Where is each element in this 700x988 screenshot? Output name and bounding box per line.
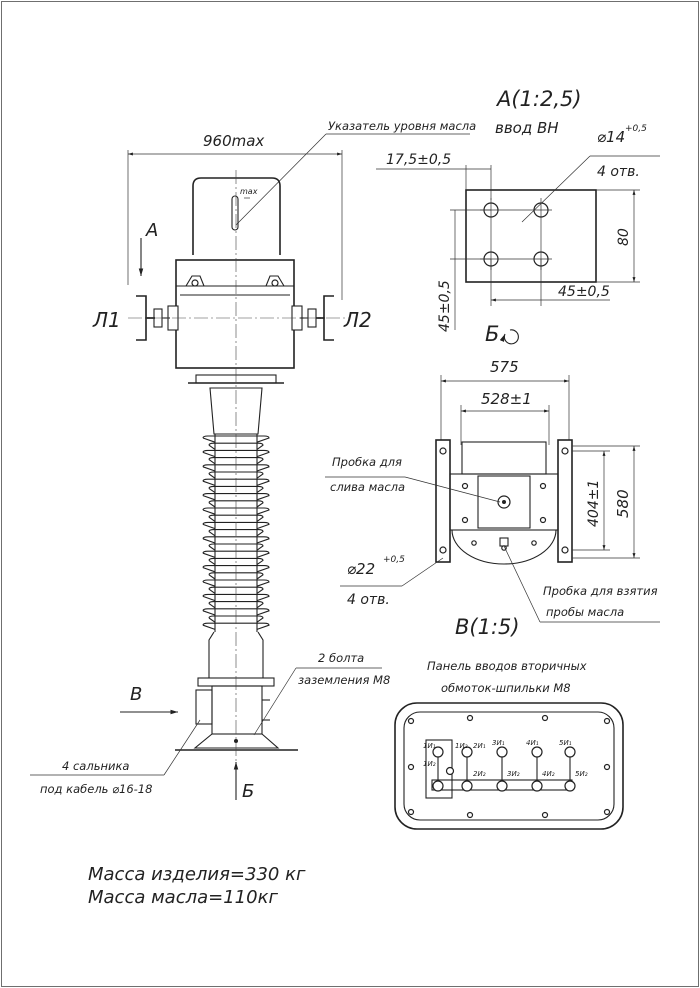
hv-terminal-plate bbox=[465, 189, 597, 283]
view-b-title: Б bbox=[485, 322, 499, 346]
view-v-panel-line2: обмоток-шпильки М8 bbox=[441, 681, 571, 695]
insulator-shed bbox=[202, 449, 270, 458]
insulator-shed bbox=[208, 500, 264, 508]
insulator-shed bbox=[202, 435, 270, 443]
insulator-shed bbox=[208, 514, 264, 522]
insulator-shed bbox=[208, 529, 264, 537]
terminal-studs bbox=[425, 739, 576, 799]
view-a-dim-height: 80 bbox=[616, 228, 632, 246]
view-b-dim-404: 404±1 bbox=[586, 480, 602, 527]
tap-label: 5И₂ bbox=[575, 770, 588, 778]
view-b: Б 575 528±1 bbox=[325, 322, 660, 623]
view-b-dim-580: 580 bbox=[614, 489, 632, 518]
view-b-drain-line2: слива масла bbox=[330, 480, 405, 494]
insulator-shed bbox=[208, 572, 264, 580]
insulator-shed bbox=[202, 622, 270, 630]
view-a: А(1:2,5) ввод ВН 17,5±0,5 ⌀14 +0,5 4 отв… bbox=[376, 87, 660, 332]
view-a-hole-dim: ⌀14 bbox=[597, 128, 625, 146]
view-arrow-a: А bbox=[145, 220, 158, 241]
view-b-rail-left bbox=[435, 439, 451, 563]
dim-overall-width: 960max bbox=[203, 132, 264, 150]
tap-label: 4И₁ bbox=[526, 739, 539, 747]
view-a-dim-left: 45±0,5 bbox=[437, 280, 453, 332]
mass-product: Масса изделия=330 кг bbox=[88, 864, 306, 885]
terminal-l1-label: Л1 bbox=[92, 308, 121, 332]
view-b-hole-dim: ⌀22 bbox=[347, 560, 375, 578]
insulator-shed bbox=[202, 593, 270, 602]
insulator-sheds bbox=[202, 435, 270, 630]
view-b-hole-count: 4 отв. bbox=[347, 592, 390, 608]
insulator-shed bbox=[202, 565, 270, 573]
view-b-dim-528: 528±1 bbox=[481, 390, 532, 408]
view-b-drain-line1: Пробка для bbox=[332, 455, 402, 469]
insulator-shed bbox=[208, 615, 264, 623]
view-a-subtitle: ввод ВН bbox=[495, 119, 559, 137]
view-a-dim-top: 17,5±0,5 bbox=[386, 152, 451, 168]
tap-label: 1И₂ bbox=[455, 742, 468, 750]
view-a-title: А(1:2,5) bbox=[495, 87, 582, 111]
insulator-shed bbox=[208, 543, 264, 551]
insulator-shed bbox=[202, 464, 270, 472]
insulator-shed bbox=[208, 442, 264, 450]
view-a-dim-bottom: 45±0,5 bbox=[558, 284, 610, 300]
view-b-sample-line2: пробы масла bbox=[546, 605, 624, 619]
insulator-shed bbox=[208, 557, 264, 566]
mounting-plate bbox=[193, 733, 280, 749]
tap-label: 3И₁ bbox=[492, 739, 505, 747]
view-b-hole-tol: +0,5 bbox=[383, 555, 405, 565]
view-b-rail-right bbox=[557, 439, 573, 563]
view-a-hole-count: 4 отв. bbox=[597, 164, 640, 180]
insulator-shed bbox=[202, 478, 270, 486]
tap-label: 2И₂ bbox=[473, 770, 486, 778]
tap-label: 4И₂ bbox=[542, 770, 555, 778]
insulator-shed bbox=[208, 457, 264, 465]
insulator-shed bbox=[202, 550, 270, 558]
glands-line2: под кабель ⌀16-18 bbox=[40, 782, 152, 796]
glands-line1: 4 сальника bbox=[62, 759, 129, 773]
tap-label: 2И₁ bbox=[473, 742, 486, 750]
earthing-bolts-line2: заземления М8 bbox=[298, 673, 390, 687]
view-b-sample-line1: Пробка для взятия bbox=[543, 584, 658, 598]
oil-conservator bbox=[192, 177, 281, 255]
view-v: В(1:5) Панель вводов вторичных обмоток-ш… bbox=[394, 615, 624, 830]
tap-label: 1И₂ bbox=[423, 760, 436, 768]
view-a-hole-tol: +0,5 bbox=[625, 124, 647, 134]
oil-level-window bbox=[231, 195, 239, 231]
insulator-shed bbox=[208, 471, 264, 479]
oil-indicator-label: Указатель уровня масла bbox=[328, 119, 476, 133]
transformer-side-view: 960max Указатель уровня масла max bbox=[30, 119, 476, 802]
insulator-shed bbox=[202, 493, 270, 501]
mass-oil: Масса масла=110кг bbox=[88, 887, 278, 908]
earthing-bolts-line1: 2 болта bbox=[318, 651, 364, 665]
insulator-shed bbox=[202, 536, 270, 544]
view-arrow-b: Б bbox=[242, 781, 254, 802]
insulator-shed bbox=[202, 579, 270, 587]
insulator-shed bbox=[202, 608, 270, 616]
terminal-l2-label: Л2 bbox=[343, 308, 372, 332]
view-arrow-v: В bbox=[130, 684, 142, 705]
base-box bbox=[211, 685, 263, 735]
view-v-panel-line1: Панель вводов вторичных bbox=[427, 659, 587, 673]
view-b-dim-575: 575 bbox=[490, 358, 519, 376]
insulator-shed bbox=[202, 507, 270, 515]
tap-label: 3И₂ bbox=[507, 770, 520, 778]
insulator-shed bbox=[202, 521, 270, 530]
view-v-title: В(1:5) bbox=[455, 615, 520, 639]
tap-label: 1И₁ bbox=[423, 742, 436, 750]
insulator-shed bbox=[208, 485, 264, 494]
insulator-shed bbox=[208, 586, 264, 594]
insulator-shed bbox=[208, 601, 264, 609]
view-b-rotation-icon bbox=[499, 329, 519, 345]
secondary-terminal-panel bbox=[394, 702, 624, 830]
tap-label: 5И₁ bbox=[559, 739, 572, 747]
oil-max-mark: max bbox=[240, 187, 258, 196]
